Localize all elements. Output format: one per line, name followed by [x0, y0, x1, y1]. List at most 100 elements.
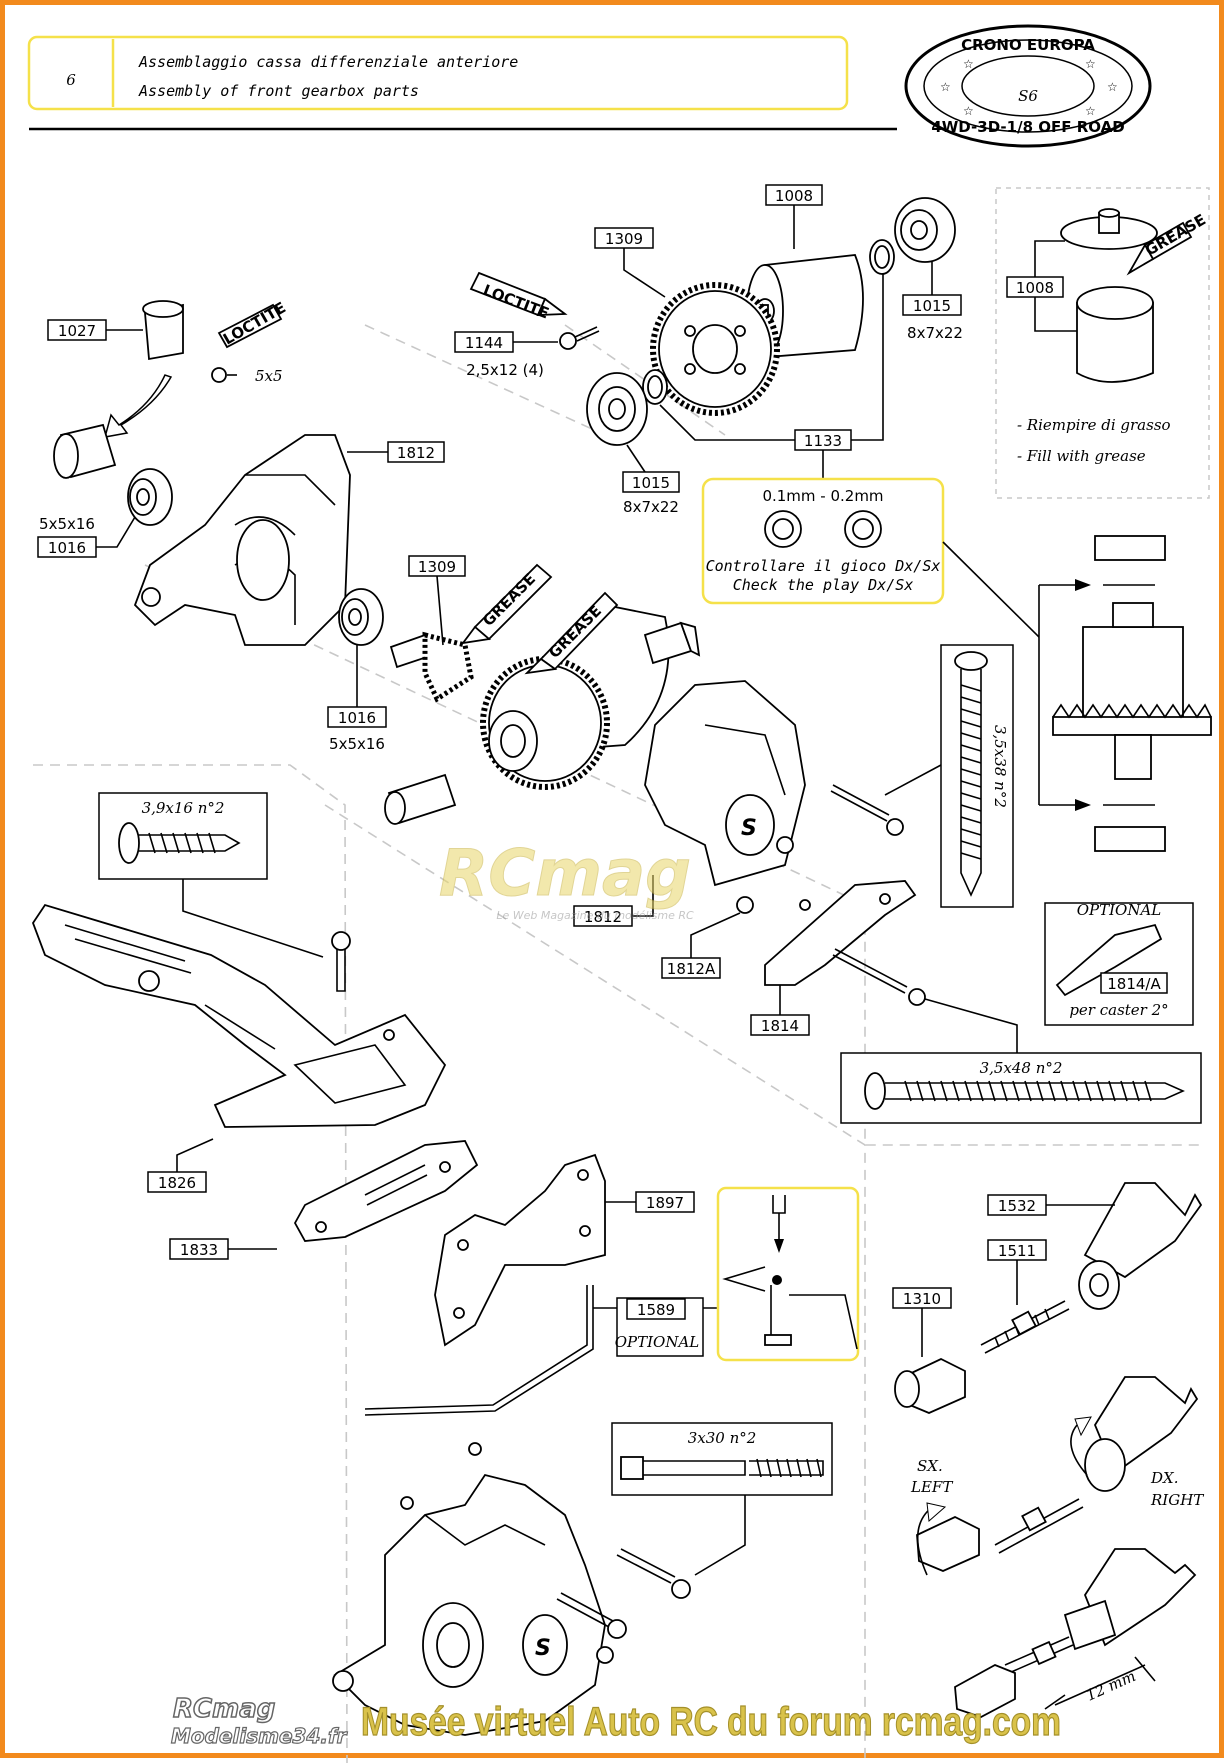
callout-1133: 1133	[659, 273, 884, 479]
label-1812A: 1812A	[667, 960, 716, 978]
watermark-center-sub: Le Web Magazine du modélisme RC	[496, 909, 694, 922]
play-line-2: Check the play Dx/Sx	[733, 576, 914, 594]
label-1532: 1532	[998, 1197, 1036, 1215]
play-check-box: 0.1mm - 0.2mm Controllare il gioco Dx/Sx…	[701, 477, 1040, 638]
outdrive-1027: 5x5 LOCTITE 1027	[47, 298, 289, 438]
logo-ring-top: CRONO EUROPA	[961, 36, 1095, 54]
left-label-1: SX.	[917, 1457, 943, 1475]
play-line-1: Controllare il gioco Dx/Sx	[706, 557, 941, 575]
label-1511: 1511	[998, 1242, 1036, 1260]
gearbox-half-1812-top: 1812	[133, 434, 445, 646]
label-1027: 1027	[58, 322, 96, 340]
watermark-center: RCmag Le Web Magazine du modélisme RC	[439, 837, 694, 923]
logo-ring-bottom: 4WD-3D-1/8 OFF ROAD	[931, 118, 1124, 136]
screw-3-5x38: 3,5x38 n°2	[830, 644, 1014, 908]
bearing-1016-left: 5x5x16 1016	[37, 468, 173, 558]
label-1826: 1826	[158, 1174, 196, 1192]
dim-12mm: 12 mm	[1083, 1667, 1138, 1705]
label-1008-top: 1008	[775, 187, 813, 205]
ball-stud-detail	[716, 1186, 860, 1362]
label-1814: 1814	[761, 1017, 799, 1035]
screw-3-5x38-label: 3,5x38 n°2	[991, 725, 1009, 808]
label-1812-top: 1812	[397, 444, 435, 462]
svg-text:☆: ☆	[1085, 57, 1096, 71]
optional-1814A-box: OPTIONAL 1814/A per caster 2°	[1044, 901, 1194, 1026]
screw-3x30: 3x30 n°2	[611, 1422, 833, 1599]
title-english: Assembly of front gearbox parts	[138, 82, 419, 100]
screw-3-5x48: 3,5x48 n°2	[840, 1052, 1202, 1124]
title-italian: Assemblaggio cassa differenziale anterio…	[138, 53, 518, 71]
label-1589-optional: OPTIONAL	[615, 1333, 700, 1351]
screw-3x30-label: 3x30 n°2	[688, 1429, 757, 1447]
watermark-footer: Musée virtuel Auto RC du forum rcmag.com	[361, 1700, 1061, 1744]
watermark-corner: RCmag Modelisme34.fr	[170, 1693, 348, 1748]
label-1309-pinion: 1309	[418, 558, 456, 576]
steering-orientation: SX. LEFT DX. RIGHT	[910, 1376, 1204, 1576]
watermark-center-brand: RCmag	[439, 837, 691, 911]
label-1310: 1310	[903, 1290, 941, 1308]
grease-note-it: - Riempire di grasso	[1017, 416, 1171, 434]
label-1008-inset: 1008	[1016, 279, 1054, 297]
callout-1015-lower: 1015 8x7x22	[622, 444, 680, 516]
size-5x5: 5x5	[255, 367, 283, 385]
label-1015-lower: 1015	[632, 474, 670, 492]
screw-1144	[559, 326, 600, 350]
ball-cup-1310: 1310	[892, 1287, 966, 1414]
label-1812-mid: 1812	[584, 908, 622, 926]
steering-arm-1532: 1532	[987, 1182, 1203, 1310]
shock-tower-1897: 1897	[434, 1153, 695, 1347]
grease-label-1: GREASE	[479, 570, 539, 630]
svg-text:☆: ☆	[1107, 80, 1118, 94]
grease-inset: GREASE 1008 - Riempire di grasso - Fill …	[1006, 208, 1209, 465]
size-1144: 2,5x12 (4)	[466, 361, 544, 379]
grease-note-en: - Fill with grease	[1017, 447, 1146, 465]
callout-1309-top: 1309	[594, 227, 666, 298]
shim-middle	[642, 369, 668, 405]
svg-text:☆: ☆	[963, 57, 974, 71]
svg-text:S: S	[535, 1636, 551, 1661]
turnbuckle-1511: 1511	[980, 1239, 1070, 1354]
label-1016-left: 1016	[48, 539, 86, 557]
bearing-1015-top	[894, 197, 956, 263]
diff-outdrives	[384, 621, 701, 825]
label-1309-top: 1309	[605, 230, 643, 248]
svg-text:☆: ☆	[940, 80, 951, 94]
size-1016-left: 5x5x16	[39, 515, 95, 533]
label-1833: 1833	[180, 1241, 218, 1259]
right-label-1: DX.	[1150, 1469, 1178, 1487]
bearing-1016-lower: 1016 5x5x16	[327, 588, 387, 753]
label-1133: 1133	[804, 432, 842, 450]
outdrive-assembled	[53, 423, 117, 479]
screw-3-9x16-label: 3,9x16 n°2	[142, 799, 225, 817]
ring-gear-1309	[650, 282, 780, 416]
label-1897: 1897	[646, 1194, 684, 1212]
callout-1144: 1144 2,5x12 (4)	[454, 331, 558, 379]
label-1589: 1589	[637, 1301, 675, 1319]
assembly-diagram: 6 Assemblaggio cassa differenziale anter…	[27, 24, 1212, 1763]
screw-3-5x48-label: 3,5x48 n°2	[980, 1059, 1063, 1077]
suspension-holder-1833: 1833	[169, 1140, 479, 1260]
label-1144: 1144	[465, 334, 503, 352]
suspension-holder-1814: 1814	[750, 880, 1018, 1053]
pinion-1309: 1309 GREASE	[389, 555, 553, 703]
left-label-2: LEFT	[910, 1478, 953, 1496]
label-1015-top: 1015	[913, 297, 951, 315]
screw-3-9x16: 3,9x16 n°2	[98, 792, 351, 992]
optional-title: OPTIONAL	[1077, 901, 1162, 919]
chassis-plate-1826: 1826	[31, 903, 447, 1193]
svg-text:S: S	[741, 816, 757, 841]
play-range: 0.1mm - 0.2mm	[762, 487, 883, 505]
size-1015-lower: 8x7x22	[623, 498, 679, 516]
loctite-label-small: LOCTITE	[220, 298, 289, 348]
diff-assembled: GREASE	[480, 591, 670, 790]
label-1016-lower: 1016	[338, 709, 376, 727]
callout-1015-top: 1015 8x7x22	[902, 261, 963, 342]
right-label-2: RIGHT	[1150, 1491, 1204, 1509]
loctite-tube-top: LOCTITE	[469, 271, 568, 322]
svg-text:☆: ☆	[963, 104, 974, 118]
steering-length-detail: 12 mm	[954, 1548, 1197, 1718]
bearing-1015-lower	[586, 372, 648, 446]
size-1016-lower: 5x5x16	[329, 735, 385, 753]
watermark-corner-brand: RCmag	[173, 1694, 275, 1724]
